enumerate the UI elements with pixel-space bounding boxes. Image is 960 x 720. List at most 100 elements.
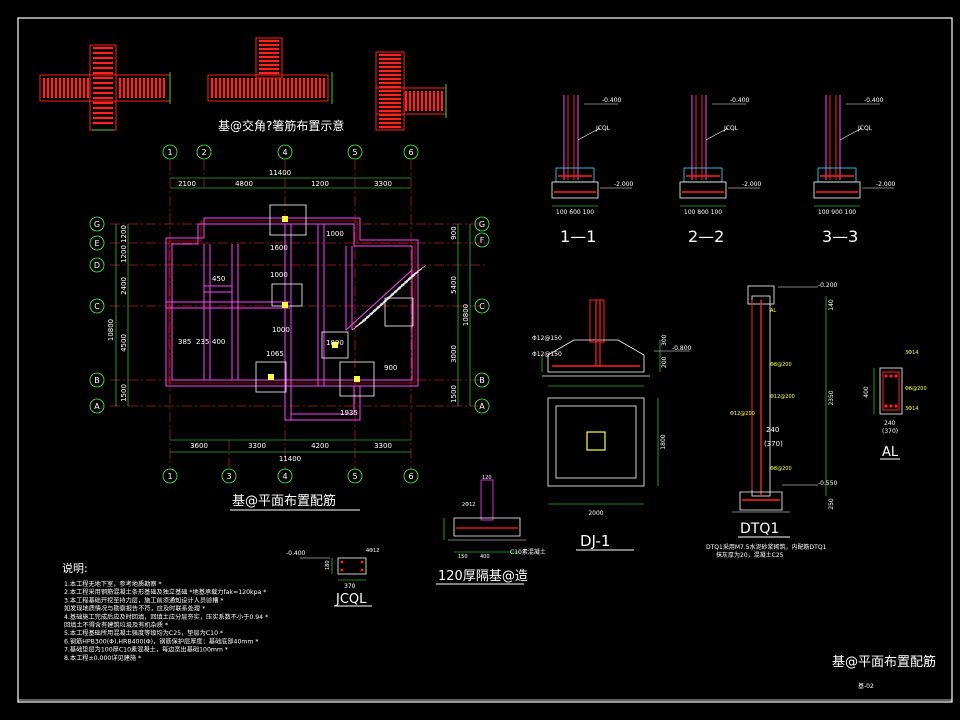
sheet-title: 基@平面布置配筋 <box>832 654 936 670</box>
svg-text:C: C <box>94 302 100 311</box>
grid-bubble-left-A: A <box>89 398 105 414</box>
svg-text:1800: 1800 <box>326 339 344 347</box>
svg-text:JCQL: JCQL <box>595 125 611 132</box>
al-detail: 400 240 (370) 3Φ14 Φ6@200 3Φ14 AL <box>863 350 927 460</box>
wall-section-title: 120厚隔基@造 <box>438 569 528 584</box>
svg-text:3Φ14: 3Φ14 <box>905 406 918 412</box>
svg-text:100 800 100: 100 800 100 <box>684 209 722 216</box>
svg-text:250: 250 <box>828 498 835 510</box>
grid-bubble-left-G: G <box>89 216 105 232</box>
svg-text:2350: 2350 <box>828 390 835 405</box>
dim-top-span-1: 2100 <box>178 180 196 188</box>
svg-text:400: 400 <box>480 554 490 560</box>
ell-junction-detail <box>375 51 447 131</box>
svg-text:1: 1 <box>167 148 172 157</box>
svg-text:1800: 1800 <box>660 434 667 449</box>
svg-text:1065: 1065 <box>266 350 284 358</box>
grid-bubble-bottom-6: 6 <box>403 468 419 484</box>
note-line-1: 1.本工程无地下室，参考地质勘察 * <box>64 580 162 588</box>
dim-bottom-span-1: 3600 <box>190 442 208 450</box>
svg-text:B: B <box>94 376 100 385</box>
grid-bubble-top-1: 1 <box>162 144 178 160</box>
svg-text:JCQL: JCQL <box>857 125 873 132</box>
plan-foundation-beams <box>165 217 419 421</box>
grid-bubble-top-5: 5 <box>347 144 363 160</box>
svg-text:-0.800: -0.800 <box>672 345 692 352</box>
svg-text:3—3: 3—3 <box>822 227 858 246</box>
dtq1-yellow-labels: AL Φ8@200 Φ12@200 Φ12@200 Φ8@200 <box>730 308 795 472</box>
svg-text:1600: 1600 <box>270 244 288 252</box>
dj1-title: DJ-1 <box>580 532 610 550</box>
svg-text:150: 150 <box>458 554 468 560</box>
svg-text:1500: 1500 <box>450 385 458 403</box>
grid-bubble-left-E: E <box>89 235 105 251</box>
svg-text:F: F <box>480 236 485 245</box>
partition-wall-foundation-detail: 120 2Φ12 C10素混凝土 150 400 120厚隔基@造 <box>436 475 546 585</box>
svg-text:JCQL: JCQL <box>723 125 739 132</box>
svg-text:-2.000: -2.000 <box>614 181 634 188</box>
dim-right-texts: 10800 900 5400 3000 1500 <box>450 226 470 403</box>
svg-text:A: A <box>94 402 100 411</box>
dim-top-span-2: 4800 <box>235 180 253 188</box>
svg-text:2400: 2400 <box>120 277 128 295</box>
dim-bottom-span-4: 3300 <box>374 442 392 450</box>
svg-text:5: 5 <box>352 472 357 481</box>
svg-text:900: 900 <box>450 226 458 239</box>
dtq1-note: DTQ1采用M7.5水泥砂浆砌筑，内配筋DTQ1 <box>706 543 827 551</box>
grid-bubble-bottom-1: 1 <box>162 468 178 484</box>
plan-footings <box>255 204 414 397</box>
plan-dimension-lines <box>115 177 471 453</box>
al-title: AL <box>882 445 899 460</box>
svg-text:240: 240 <box>766 426 779 434</box>
dim-bottom-span-3: 4200 <box>311 442 329 450</box>
general-notes: 说明: 1.本工程无地下室，参考地质勘察 *2.本工程采用钢筋混凝土条形基础及独… <box>62 561 268 662</box>
grid-bubble-top-6: 6 <box>403 144 419 160</box>
svg-text:400: 400 <box>212 338 225 346</box>
svg-text:385: 385 <box>178 338 191 346</box>
plan-inner-labels: 1600 1000 1000 1000 1800 900 450 400 385… <box>178 230 397 417</box>
grid-bubble-right-C: C <box>474 298 490 314</box>
sheet-frame <box>17 17 953 703</box>
plan-columns <box>268 216 360 382</box>
svg-text:(370): (370) <box>764 440 783 448</box>
svg-text:Φ12@200: Φ12@200 <box>730 411 755 417</box>
plan-rebar-marks <box>168 220 416 384</box>
dim-bottom-span-2: 3300 <box>248 442 266 450</box>
svg-text:4: 4 <box>282 148 287 157</box>
tee-junction-detail <box>207 37 333 104</box>
svg-text:2: 2 <box>201 148 206 157</box>
svg-text:2—2: 2—2 <box>688 227 724 246</box>
grid-bubble-top-4: 4 <box>277 144 293 160</box>
dtq1-detail: -0.200 -0.550 2350 140 250 240 (370) AL … <box>706 282 838 559</box>
svg-text:300: 300 <box>661 334 668 346</box>
svg-text:235: 235 <box>196 338 209 346</box>
dj1-detail: Φ12@150 Φ12@150 -0.800 300 200 2000 1800… <box>532 299 692 551</box>
dtq1-title: DTQ1 <box>740 521 779 537</box>
plan-title: 基@平面布置配筋 <box>232 493 336 509</box>
grid-bubble-right-A: A <box>474 398 490 414</box>
svg-text:140: 140 <box>828 299 835 311</box>
note-line-7: 5.本工程基础所用混凝土强度等级均为C25，垫层为C10 * <box>64 629 223 637</box>
dim-top-span-3: 1200 <box>311 180 329 188</box>
svg-text:G: G <box>479 220 485 229</box>
svg-text:3000: 3000 <box>450 345 458 363</box>
svg-text:10800: 10800 <box>462 304 470 326</box>
svg-text:-0.400: -0.400 <box>602 97 622 104</box>
svg-text:Φ6@200: Φ6@200 <box>905 386 927 392</box>
note-line-6: 回填土不得含有建筑垃圾及有机杂质 * <box>64 621 168 629</box>
svg-text:400: 400 <box>863 386 870 398</box>
dim-left-texts: 10800 1200 1200 2400 4500 1500 <box>107 225 128 402</box>
svg-text:C: C <box>479 302 485 311</box>
dj1-section: Φ12@150 Φ12@150 -0.800 300 200 <box>532 299 692 387</box>
svg-text:1935: 1935 <box>340 409 358 417</box>
svg-text:6: 6 <box>408 472 413 481</box>
grid-bubbles-top: 1 2 4 5 6 <box>162 144 419 160</box>
svg-text:1000: 1000 <box>272 326 290 334</box>
